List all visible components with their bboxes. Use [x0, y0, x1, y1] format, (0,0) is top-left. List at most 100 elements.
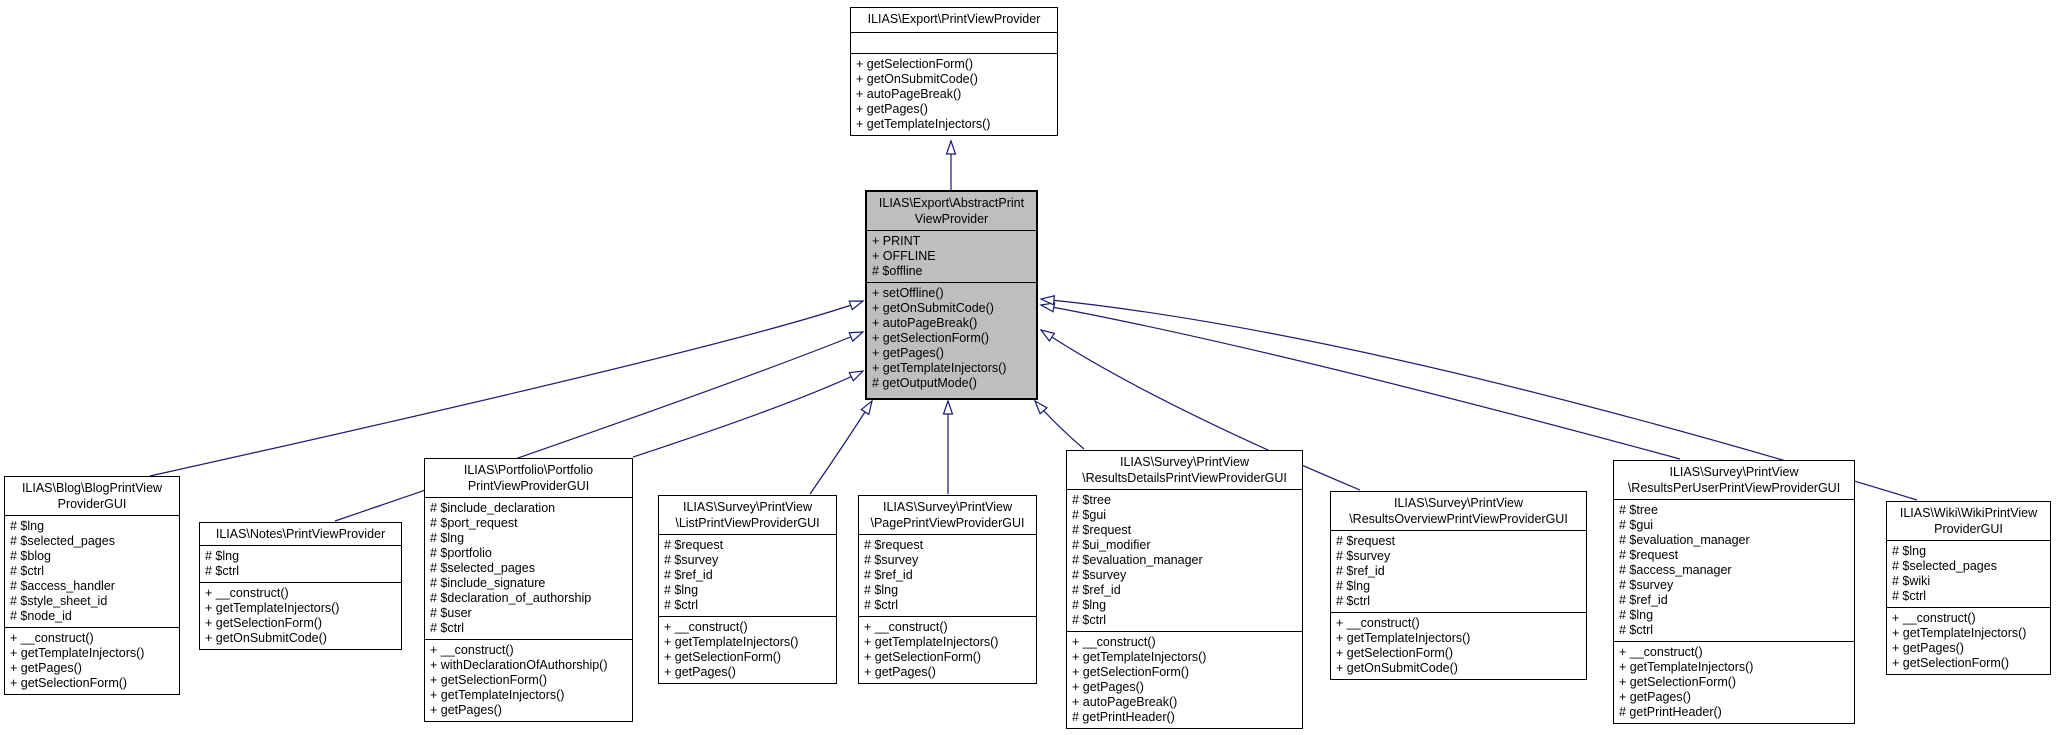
method-row: + __construct() — [864, 620, 948, 634]
inheritance-edge-results-per-user-print-view-provider-gui-to-abstract-print-view-provider — [1039, 302, 1681, 460]
method-row: + getTemplateInjectors() — [10, 646, 145, 660]
method-row: + getSelectionForm() — [10, 676, 128, 690]
class-title-line: \ResultsOverviewPrintViewProviderGUI — [1349, 512, 1568, 526]
methods-section: + setOffline()+ getOnSubmitCode()+ autoP… — [867, 282, 1036, 398]
attribute-row: # $portfolio — [430, 546, 492, 560]
attribute-row: # $lng — [1072, 598, 1107, 612]
attribute-row: # $ref_id — [664, 568, 713, 582]
attributes-section: + PRINT+ OFFLINE# $offline — [867, 230, 1036, 282]
attribute-row: + OFFLINE — [872, 249, 936, 263]
method-row: + getSelectionForm() — [205, 616, 323, 630]
class-title-line: \ListPrintViewProviderGUI — [675, 516, 820, 530]
class-title-line: \ResultsPerUserPrintViewProviderGUI — [1627, 481, 1841, 495]
class-title-line: ProviderGUI — [57, 497, 127, 511]
method-row: + getSelectionForm() — [664, 650, 782, 664]
title-section: ILIAS\Survey\PrintView\ListPrintViewProv… — [659, 496, 836, 534]
attribute-row: # $lng — [1336, 579, 1371, 593]
attribute-row: # $lng — [10, 519, 45, 533]
method-row: + getPages() — [430, 703, 502, 717]
method-row: + __construct() — [1072, 635, 1156, 649]
method-row: + getSelectionForm() — [1336, 646, 1454, 660]
class-title-line: ILIAS\Portfolio\Portfolio — [463, 463, 594, 477]
attribute-row: # $lng — [430, 531, 465, 545]
class-title-line: ILIAS\Survey\PrintView — [883, 500, 1012, 514]
attribute-row: # $lng — [1892, 544, 1927, 558]
method-row: # getPrintHeader() — [1619, 705, 1722, 719]
method-row: + withDeclarationOfAuthorship() — [430, 658, 608, 672]
attribute-row: # $survey — [1072, 568, 1127, 582]
attribute-row: # $style_sheet_id — [10, 594, 108, 608]
attribute-row: # $ref_id — [1336, 564, 1385, 578]
method-row: + getOnSubmitCode() — [205, 631, 327, 645]
attribute-row: # $survey — [864, 553, 919, 567]
attributes-section: # $lng# $ctrl — [200, 545, 401, 582]
methods-section: + __construct()+ getTemplateInjectors()+… — [1614, 641, 1854, 723]
inheritance-edge-wiki-print-view-provider-gui-to-abstract-print-view-provider — [1039, 295, 1918, 501]
attribute-row: # $declaration_of_authorship — [430, 591, 592, 605]
method-row: + getOnSubmitCode() — [1336, 661, 1458, 675]
method-row: + getPages() — [664, 665, 736, 679]
class-node-results-per-user-print-view-provider-gui[interactable]: ILIAS\Survey\PrintView\ResultsPerUserPri… — [1613, 460, 1855, 724]
class-title-line: PrintViewProviderGUI — [467, 479, 590, 493]
attribute-row: # $access_handler — [10, 579, 115, 593]
class-title-line: ILIAS\Wiki\WikiPrintView — [1899, 506, 2038, 520]
attribute-row: # $selected_pages — [10, 534, 115, 548]
method-row: + setOffline() — [872, 286, 944, 300]
class-node-print-view-provider[interactable]: ILIAS\Export\PrintViewProvider + getSelec… — [850, 7, 1058, 136]
method-row: + getPages() — [872, 346, 944, 360]
class-title-line: ILIAS\Export\PrintViewProvider — [867, 12, 1041, 26]
title-section: ILIAS\Survey\PrintView\ResultsDetailsPri… — [1067, 451, 1302, 489]
attribute-row: # $ctrl — [10, 564, 45, 578]
attribute-row: # $selected_pages — [1892, 559, 1997, 573]
method-row: + getPages() — [10, 661, 82, 675]
method-row: + __construct() — [10, 631, 94, 645]
method-row: + getOnSubmitCode() — [856, 72, 978, 86]
method-row: + getPages() — [856, 102, 928, 116]
attributes-section: # $lng# $selected_pages# $blog# $ctrl# $… — [5, 515, 179, 627]
attribute-row: # $ref_id — [1619, 593, 1668, 607]
class-node-results-overview-print-view-provider-gui[interactable]: ILIAS\Survey\PrintView \ResultsOverviewPr… — [1330, 491, 1587, 680]
method-row: + getTemplateInjectors() — [664, 635, 799, 649]
attribute-row: # $lng — [205, 549, 240, 563]
method-row: + getTemplateInjectors() — [872, 361, 1007, 375]
method-row: + getTemplateInjectors() — [1892, 626, 2027, 640]
attribute-row: # $lng — [664, 583, 699, 597]
class-title-line: ILIAS\Survey\PrintView — [1394, 496, 1523, 510]
class-node-list-print-view-provider-gui[interactable]: ILIAS\Survey\PrintView\ListPrintViewProv… — [658, 495, 837, 684]
attribute-row: # $survey — [1619, 578, 1674, 592]
methods-section: + getSelectionForm()+ getOnSubmitCode()+… — [851, 53, 1057, 135]
attribute-row: # $evaluation_manager — [1619, 533, 1750, 547]
method-row: + __construct() — [430, 643, 514, 657]
class-title-line: ViewProvider — [914, 212, 989, 226]
method-row: + __construct() — [664, 620, 748, 634]
method-row: + getPages() — [1072, 680, 1144, 694]
attributes-section: # $lng# $selected_pages# $wiki# $ctrl — [1887, 540, 2050, 607]
attribute-row: # $survey — [664, 553, 719, 567]
title-section: ILIAS\Survey\PrintView\ResultsPerUserPri… — [1614, 461, 1854, 499]
attribute-row: # $port_request — [430, 516, 518, 530]
attribute-row: # $request — [664, 538, 724, 552]
methods-section: + __construct()+ getTemplateInjectors()+… — [5, 627, 179, 694]
attributes-section: # $include_declaration# $port_request# $… — [425, 497, 632, 639]
title-section: ILIAS\Survey\PrintView \ResultsOverviewPr… — [1331, 492, 1586, 530]
attribute-row: # $ref_id — [1072, 583, 1121, 597]
class-title-line: ProviderGUI — [1934, 522, 2003, 536]
method-row: + getTemplateInjectors() — [1072, 650, 1207, 664]
class-node-results-details-print-view-provider-gui[interactable]: ILIAS\Survey\PrintView\ResultsDetailsPri… — [1066, 450, 1303, 729]
attribute-row: # $include_signature — [430, 576, 546, 590]
attribute-row: # $request — [1336, 534, 1396, 548]
inheritance-edge-list-print-view-provider-gui-to-abstract-print-view-provider — [809, 399, 873, 495]
class-node-notes-print-view-provider[interactable]: ILIAS\Notes\PrintViewProvider# $lng# $ct… — [199, 522, 402, 650]
attribute-row: # $node_id — [10, 609, 72, 623]
attribute-row: # $lng — [864, 583, 899, 597]
attribute-row: # $survey — [1336, 549, 1391, 563]
class-node-page-print-view-provider-gui[interactable]: ILIAS\Survey\PrintView\PagePrintViewProv… — [858, 495, 1037, 684]
method-row: + getTemplateInjectors() — [430, 688, 565, 702]
attribute-row: # $request — [1619, 548, 1679, 562]
